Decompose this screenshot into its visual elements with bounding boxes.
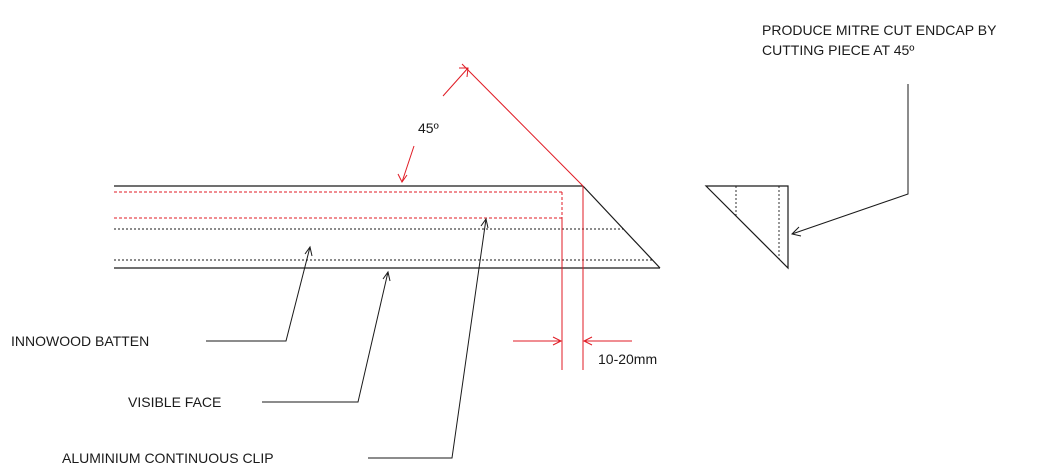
angle-label: 45º	[418, 120, 439, 136]
leader-batten-arrowhead	[304, 245, 313, 257]
dim-arrowhead-left	[552, 336, 563, 346]
label-batten: INNOWOOD BATTEN	[11, 333, 149, 349]
leader-clip-arrowhead	[480, 217, 489, 229]
endcap-triangle	[704, 185, 789, 270]
note-line-1: PRODUCE MITRE CUT ENDCAP BY	[762, 22, 997, 38]
leader-batten	[206, 246, 311, 342]
endcap-leader-arrowhead	[791, 226, 802, 237]
label-visible-face: VISIBLE FACE	[128, 394, 221, 410]
endcap-leader	[791, 84, 909, 235]
dim-arrowhead-right	[582, 336, 593, 346]
angle-line	[461, 63, 584, 187]
angle-arrow-upper	[442, 67, 469, 97]
angle-arrow-lower	[401, 145, 415, 183]
endcap-detail: PRODUCE MITRE CUT ENDCAP BY CUTTING PIEC…	[704, 22, 997, 270]
leader-visible-face-arrowhead	[382, 270, 391, 282]
callout-batten: INNOWOOD BATTEN	[11, 245, 313, 349]
gap-dimension: 10-20mm	[513, 186, 657, 370]
angle-construction: 45º	[397, 63, 584, 187]
angle-arrowhead-lower	[397, 173, 408, 183]
leader-visible-face	[262, 271, 389, 403]
label-clip: ALUMINIUM CONTINUOUS CLIP	[62, 450, 274, 466]
callout-clip: ALUMINIUM CONTINUOUS CLIP	[62, 217, 489, 466]
angle-arrowhead-upper	[459, 67, 469, 78]
leader-clip	[368, 218, 487, 459]
batten-profile	[114, 185, 661, 269]
batten-mitre-edge	[582, 185, 661, 269]
gap-label: 10-20mm	[598, 351, 657, 367]
callout-visible-face: VISIBLE FACE	[128, 270, 391, 410]
note-line-2: CUTTING PIECE AT 45º	[762, 42, 914, 58]
